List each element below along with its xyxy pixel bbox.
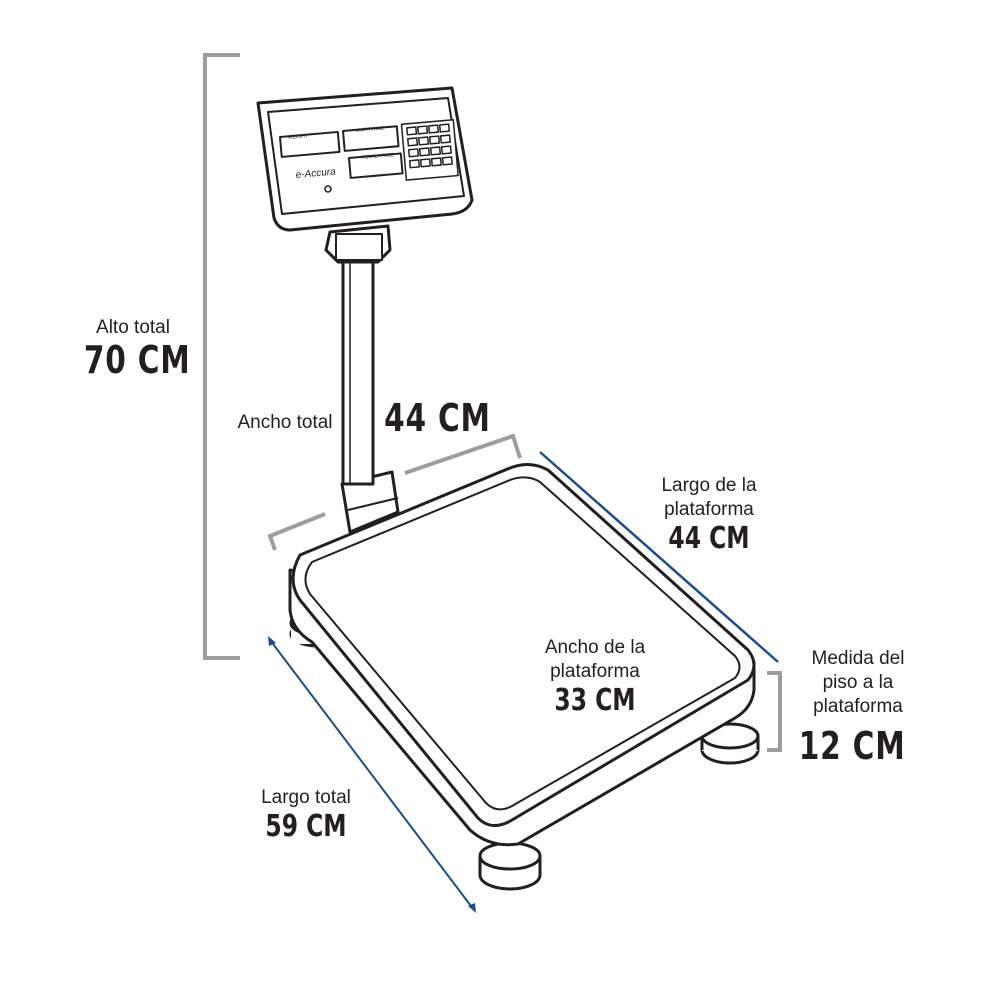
floor-height-line1: Medida del — [811, 648, 905, 669]
floor-height-label: Medida del piso a la plataforma — [790, 647, 926, 719]
floor-height-line2: piso a la — [822, 672, 894, 693]
total-height-value: 70 CM — [83, 338, 191, 382]
power-button — [324, 185, 332, 193]
floor-height-line3: plataforma — [813, 696, 903, 717]
weight-label: WEIGHT — [288, 133, 308, 141]
floor-height-value-text: 12 CM — [798, 724, 906, 768]
total-height-label: Alto total 70 CM — [70, 316, 196, 380]
keypad — [400, 119, 459, 181]
scale-body — [256, 86, 760, 891]
platform-width-line1: Ancho de la — [544, 637, 646, 658]
platform-width-value: 33 CM — [554, 683, 636, 718]
total-length-label: Largo total 59 CM — [242, 786, 370, 844]
total-price-label: TOTAL PRICE — [362, 152, 395, 161]
total-length-dimension-arrow — [268, 636, 476, 913]
platform-length-label: Largo de la plataforma 44 CM — [634, 474, 784, 556]
platform-width-line2: plataforma — [550, 661, 640, 682]
total-height-title: Alto total — [96, 317, 170, 338]
unit-price-window — [342, 125, 400, 152]
platform-length-dimension-line — [539, 451, 779, 663]
weight-window — [278, 130, 341, 158]
total-width-value: 44 CM — [372, 396, 491, 440]
column-base — [340, 470, 400, 534]
platform-length-value: 44 CM — [668, 521, 750, 556]
total-width-dimension-line — [267, 512, 326, 551]
brand-logo: e-Accura — [295, 167, 336, 181]
platform-plate — [304, 476, 741, 811]
unit-price-label: UNIT PRICE — [356, 125, 385, 133]
floor-height-bracket — [767, 671, 782, 752]
scale-foot-front — [478, 841, 542, 891]
platform-length-line2: plataforma — [664, 499, 754, 520]
scale-column — [341, 260, 375, 486]
total-width-dimension-line-right — [404, 433, 522, 475]
height-dimension-bracket — [203, 53, 240, 660]
total-length-value: 59 CM — [265, 809, 347, 844]
total-length-title: Largo total — [261, 787, 351, 808]
platform-length-line1: Largo de la — [661, 475, 757, 496]
floor-height-value: 12 CM — [786, 724, 906, 768]
total-width-value-text: 44 CM — [384, 396, 491, 440]
platform-width-label: Ancho de la plataforma 33 CM — [520, 636, 670, 718]
total-width-title: Ancho total — [237, 412, 333, 433]
total-price-window — [348, 152, 404, 179]
